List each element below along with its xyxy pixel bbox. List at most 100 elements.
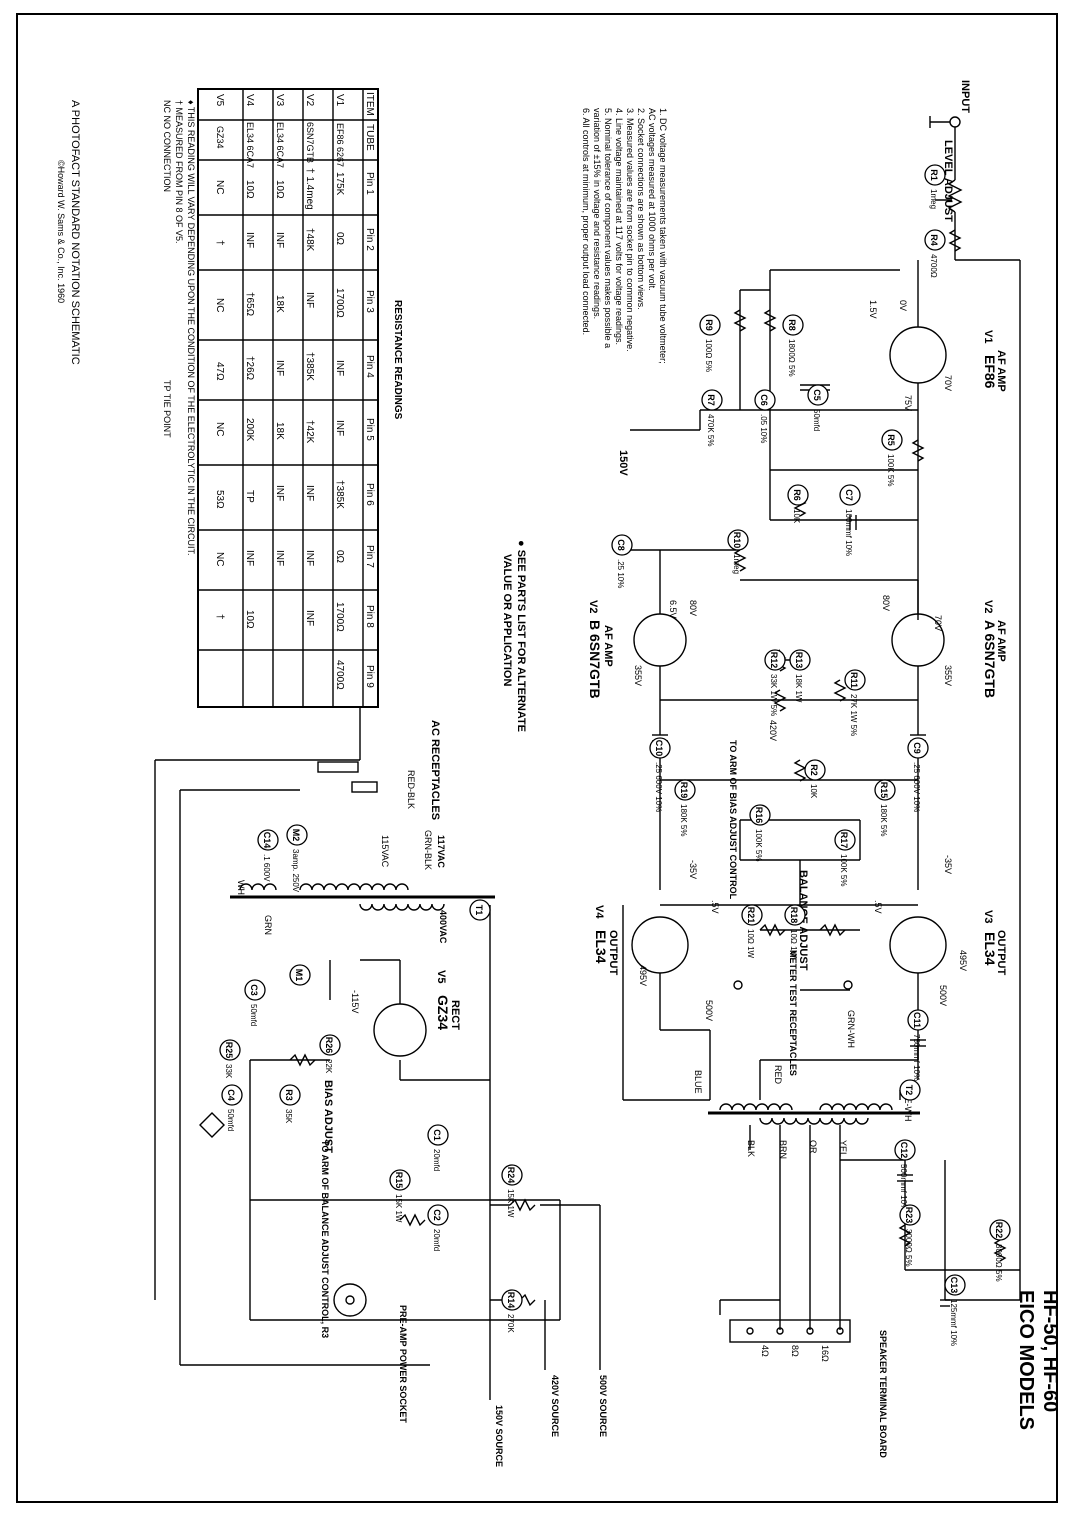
table-cell: EF86 6267 [335, 123, 345, 167]
component-ref-marker [727, 529, 749, 551]
component-ref-text: R17 [839, 832, 849, 849]
tap-16ohm: 16Ω [820, 1345, 830, 1362]
speaker-terminal-8ohm[interactable] [776, 1327, 784, 1335]
voltage-label: -115V [350, 990, 360, 1013]
page-border [16, 13, 1058, 1503]
resistance-table: RESISTANCE READINGS ITEM TUBE Pin 1 Pin … [162, 88, 403, 708]
component-ref-text: R15 [394, 1172, 404, 1189]
speaker-terminal-com[interactable] [836, 1327, 844, 1335]
voltage-label: 70V [943, 375, 953, 391]
component-ref-text: R7 [706, 394, 716, 406]
table-footnote: † MEASURED FROM PIN 8 OF V5. [174, 100, 184, 244]
table-cell: †385K [304, 352, 315, 381]
voltage-label: 1.5V [868, 300, 878, 319]
table-cell: V4 [244, 94, 255, 107]
component-value-text: 15K 1W [506, 1189, 515, 1218]
component-ref-text: R12 [769, 652, 779, 669]
component-value-text: .05 10% [759, 414, 768, 443]
component-t2: T2 [899, 1079, 921, 1101]
component-ref-marker [839, 484, 861, 506]
table-header: Pin 1 [364, 172, 375, 195]
component-value-text: 500mmf 10% [899, 1164, 908, 1211]
tube-v3 [889, 916, 947, 974]
component-value-text: 470K 5% [706, 414, 715, 446]
component-value-text: 10Ω 1W [789, 929, 798, 959]
component-ref-text: C2 [432, 1209, 442, 1221]
component-ref-text: C5 [812, 389, 822, 401]
note-line: 4. Line voltage maintained at 117 volts … [614, 108, 624, 345]
component-ref-text: R26 [324, 1037, 334, 1054]
component-value-text: 27K 1W 5% [849, 694, 858, 736]
tie-point-a [199, 1112, 225, 1138]
component-value-text: 22K [324, 1059, 333, 1074]
component-ref-marker [219, 1039, 241, 1061]
component-ref-marker [894, 1139, 916, 1161]
table-cell: 18K [274, 295, 285, 313]
table-title: RESISTANCE READINGS [392, 300, 403, 420]
component-c9: C9.25 600V 10% [907, 737, 929, 812]
v2b-tube: B 6SN7GTB [587, 620, 603, 699]
component-ref-text: R14 [506, 1292, 516, 1309]
component-ref-text: R22 [994, 1222, 1004, 1239]
voltage-label: .5V [873, 900, 883, 914]
v2b-label: AF AMP [602, 625, 614, 667]
table-header: Pin 2 [364, 228, 375, 251]
component-ref-text: C9 [912, 742, 922, 754]
footer-line-2: ©Howard W. Sams & Co., Inc. 1960 [56, 160, 66, 303]
component-ref-text: R13 [794, 652, 804, 669]
component-ref-text: M2 [291, 829, 301, 842]
tap-8ohm: 8Ω [790, 1345, 800, 1357]
component-ref-marker [501, 1289, 523, 1311]
component-ref-text: R15 [879, 782, 889, 799]
table-cell: †385K [334, 480, 345, 509]
table-cell: GZ34 [215, 126, 225, 149]
table-cell: 10Ω [244, 180, 255, 199]
component-ref-text: R8 [787, 319, 797, 331]
component-ref-marker [754, 389, 776, 411]
see-parts-line-1: ● SEE PARTS LIST FOR ALTERNATE [515, 540, 527, 732]
component-value-text: 33K 1W 5% [769, 674, 778, 716]
component-value-text: .25 10% [616, 559, 625, 588]
wire-color-label: GRN-BLK [423, 830, 433, 870]
voltage-label: 495V [958, 950, 968, 971]
wire-color-label: WH [236, 880, 246, 895]
preamp-power-socket[interactable] [333, 1283, 367, 1317]
component-ref-text: R16 [754, 807, 764, 824]
table-cell: 0Ω [334, 232, 345, 246]
component-ref-text: C11 [912, 1012, 922, 1028]
voltage-label: 355V [633, 665, 643, 686]
table-cell: † 1.4meg [304, 168, 315, 210]
meter-test-label: METER TEST RECEPTACLES [788, 950, 798, 1076]
voltage-label: 117VAC [436, 835, 446, 868]
component-ref-marker [907, 737, 929, 759]
table-frame [197, 88, 379, 708]
component-ref-text: C4 [226, 1089, 236, 1101]
tube-v1 [889, 326, 947, 384]
table-cell: 1700Ω [334, 602, 345, 632]
speaker-terminal-4ohm[interactable] [746, 1327, 754, 1335]
component-ref-marker [749, 804, 771, 826]
component-ref-marker [924, 164, 946, 186]
component-value-text: 180K 5% [679, 804, 688, 836]
component-ref-marker [782, 314, 804, 336]
component-value-text: 20mfd [432, 1149, 441, 1171]
v1-ref: V1 [982, 330, 994, 343]
component-ref-text: R11 [849, 672, 859, 688]
speaker-terminal-16ohm[interactable] [806, 1327, 814, 1335]
title-line-2: HF-50, HF-60 [1039, 1290, 1061, 1412]
table-cell: 4700Ω [334, 660, 345, 690]
wire-color-label: OR [808, 1140, 818, 1154]
v5-label: RECT [449, 1000, 461, 1030]
input-jack [949, 116, 961, 128]
component-value-text: 100Ω 5% [704, 339, 713, 372]
table-cell: INF [334, 360, 345, 376]
component-ref-text: C10 [654, 740, 664, 757]
table-cell: NC [214, 422, 225, 436]
